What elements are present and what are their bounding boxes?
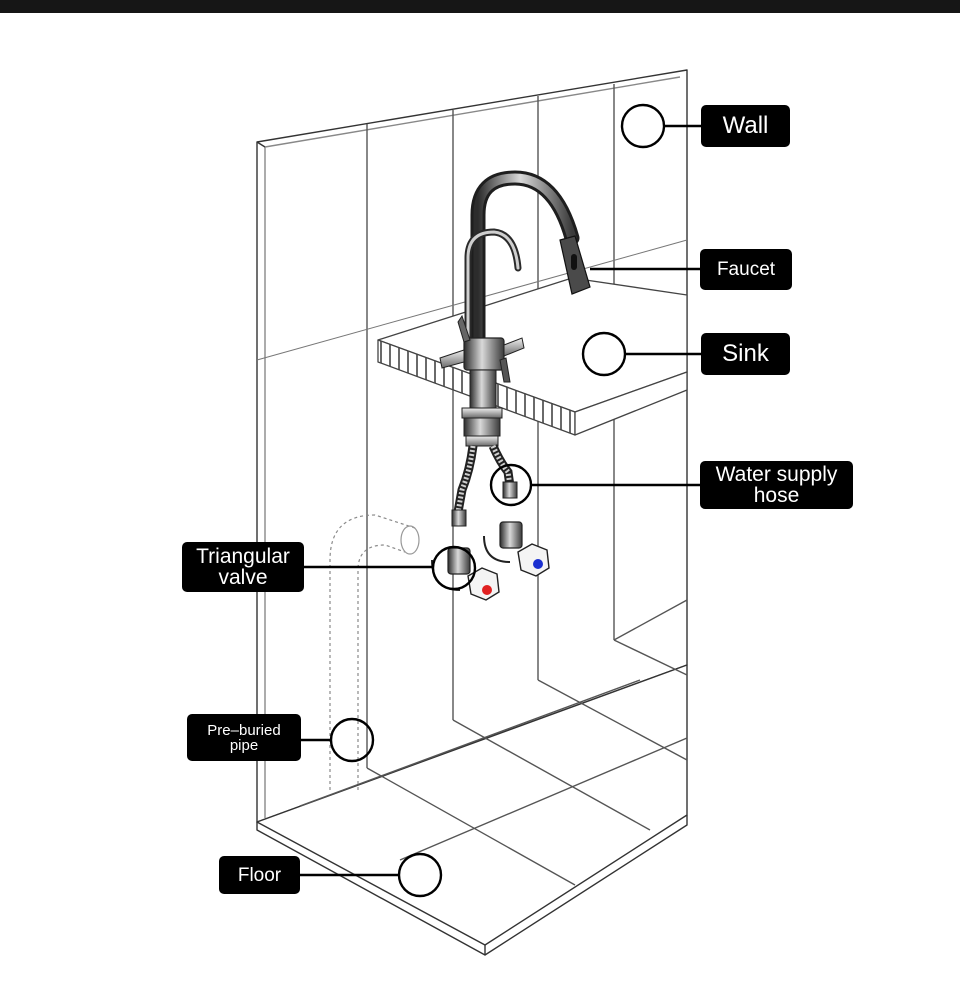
pre-buried-pipe	[329, 514, 420, 790]
floor-label: Floor	[219, 856, 300, 894]
triangular-valve-label: Triangular valve	[182, 542, 304, 592]
faucet-icon	[439, 170, 591, 447]
hot-indicator	[482, 585, 492, 595]
water-supply-hose-label: Water supply hose	[700, 461, 853, 509]
faucet-label: Faucet	[700, 249, 792, 290]
water-supply-hose	[451, 444, 518, 527]
angle-valve-icon	[431, 521, 550, 601]
top-bar	[0, 0, 960, 13]
sink-label: Sink	[701, 333, 790, 375]
callouts	[300, 103, 703, 898]
cold-indicator	[533, 559, 543, 569]
pre-buried-pipe-label: Pre–buried pipe	[187, 714, 301, 761]
wall-label: Wall	[701, 105, 790, 147]
